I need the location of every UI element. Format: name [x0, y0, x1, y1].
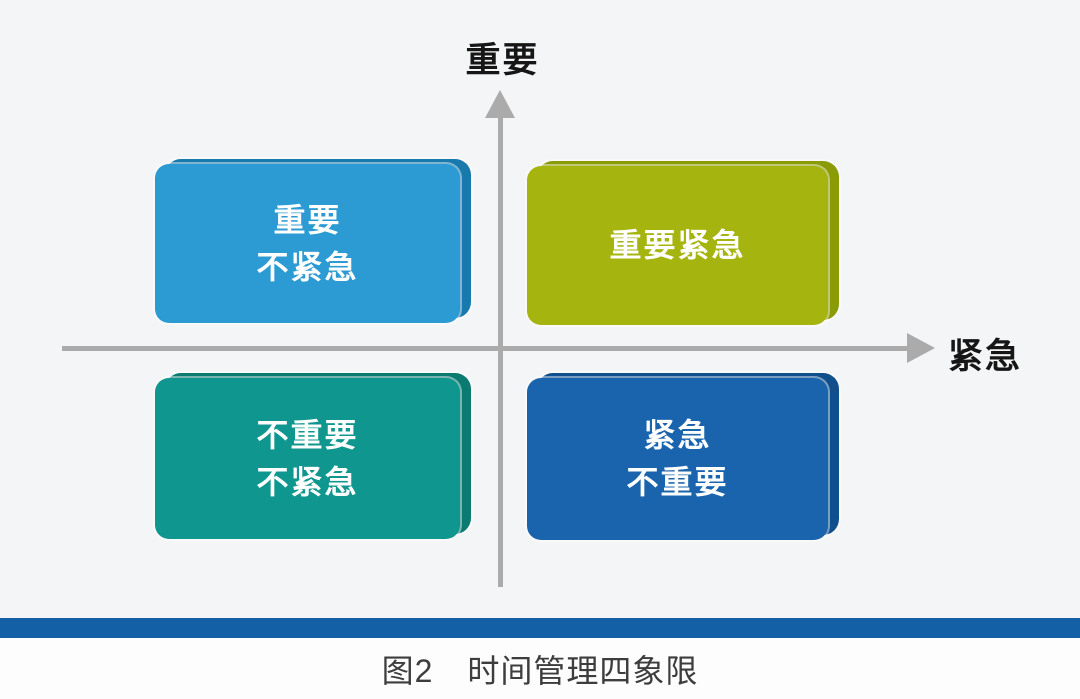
- x-axis-arrow-icon: [907, 333, 935, 363]
- quadrant-urgent-not-important: 紧急 不重要: [527, 373, 839, 540]
- quadrant-diagram: 重要 紧急 重要 不紧急 重要紧急 不重要 不紧急: [0, 0, 1080, 618]
- y-axis-arrow-icon: [485, 90, 515, 118]
- figure-caption-number: 图2: [381, 652, 434, 689]
- quadrant-face: 重要紧急: [527, 166, 828, 325]
- quadrant-important-urgent: 重要紧急: [527, 161, 839, 325]
- divider-bar: [0, 618, 1080, 638]
- x-axis-line: [62, 346, 907, 351]
- quadrant-label-line: 重要紧急: [609, 227, 746, 263]
- figure-caption-title: 时间管理四象限: [467, 652, 699, 689]
- quadrant-face: 不重要 不紧急: [155, 378, 460, 539]
- quadrant-important-not-urgent: 重要 不紧急: [155, 159, 471, 323]
- x-axis-label: 紧急: [948, 337, 1023, 376]
- quadrant-not-important-not-urgent: 不重要 不紧急: [155, 373, 471, 539]
- y-axis-label: 重要: [465, 41, 540, 80]
- figure-caption: 图2 时间管理四象限: [382, 646, 699, 692]
- quadrant-label-line: 不紧急: [256, 248, 359, 285]
- quadrant-label-line: 紧急: [643, 417, 712, 453]
- quadrant-label-line: 不重要: [256, 416, 359, 453]
- quadrant-label-line: 不重要: [626, 464, 729, 500]
- caption-area: 图2 时间管理四象限: [0, 638, 1080, 699]
- quadrant-label-line: 不紧急: [256, 463, 359, 500]
- quadrant-face: 紧急 不重要: [527, 378, 828, 540]
- quadrant-face: 重要 不紧急: [155, 164, 460, 323]
- quadrant-label-line: 重要: [273, 201, 342, 238]
